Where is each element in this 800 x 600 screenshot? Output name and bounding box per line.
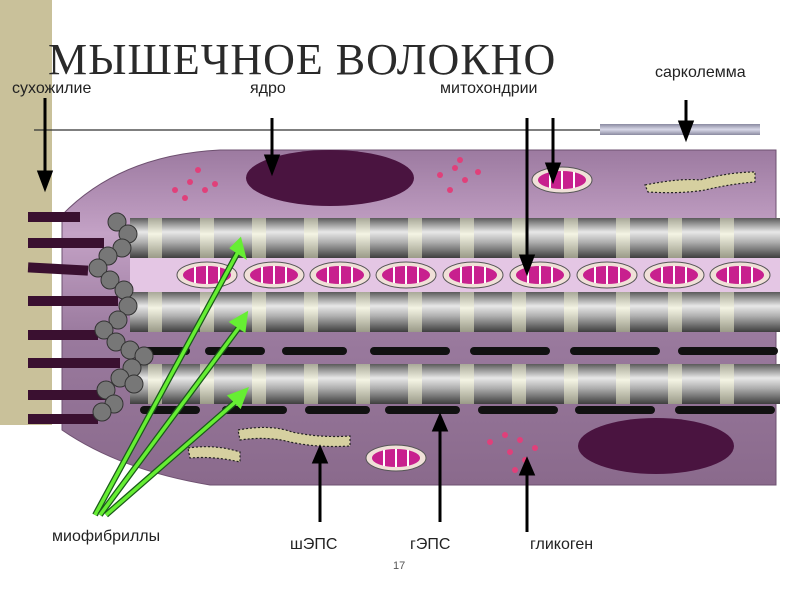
label-sarcolemma: сарколемма xyxy=(655,64,746,81)
diagram-title: МЫШЕЧНОЕ ВОЛОКНО xyxy=(48,35,557,84)
label-myofibrils: миофибриллы xyxy=(52,528,161,545)
mitochondria-row xyxy=(176,261,771,289)
nucleus-top xyxy=(246,150,414,206)
myofibril-3 xyxy=(130,364,780,404)
tendon-fibers xyxy=(27,212,120,424)
smooth-er xyxy=(187,171,756,463)
sarcolemma-band xyxy=(600,124,760,135)
nucleus-bottom xyxy=(578,418,734,474)
myofibril-arrows xyxy=(92,236,249,518)
label-nucleus: ядро xyxy=(250,80,286,97)
label-tendon: сухожилие xyxy=(12,80,92,97)
label-smooth-er: шЭПС xyxy=(290,536,338,553)
label-mitochondria: митохондрии xyxy=(440,80,538,97)
myofibril-2 xyxy=(130,292,780,332)
attachment-beads xyxy=(88,212,154,422)
mitochondrion-top xyxy=(531,166,593,194)
mitochondrion-bottom xyxy=(365,444,427,472)
label-rough-er: гЭПС xyxy=(410,536,451,553)
page-number: 17 xyxy=(393,560,406,572)
myofibril-1 xyxy=(130,218,780,258)
pointer-arrows xyxy=(36,98,695,532)
label-glycogen: гликоген xyxy=(530,536,594,553)
